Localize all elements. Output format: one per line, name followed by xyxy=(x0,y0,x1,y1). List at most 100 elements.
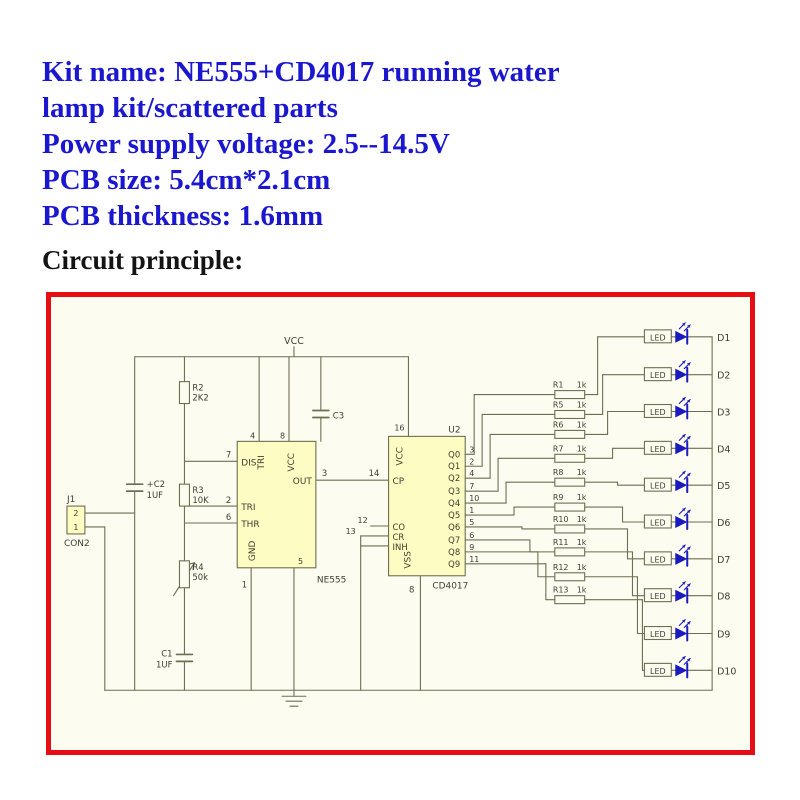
led-net-label-box xyxy=(643,625,672,641)
pcb-thickness-line: PCB thickness: 1.6mm xyxy=(42,200,324,232)
svg-text:INH: INH xyxy=(393,542,408,552)
svg-text:2: 2 xyxy=(469,457,474,466)
resistor-body xyxy=(554,409,586,420)
svg-text:R1: R1 xyxy=(553,381,564,390)
svg-text:50k: 50k xyxy=(192,572,208,582)
svg-text:R11: R11 xyxy=(553,538,569,547)
svg-text:LED: LED xyxy=(650,667,666,676)
led-net-label-box xyxy=(643,440,672,455)
svg-text:3: 3 xyxy=(469,445,474,454)
svg-text:10: 10 xyxy=(469,494,479,503)
led-icon xyxy=(675,442,688,455)
ne555-chip xyxy=(236,440,317,569)
led-icon xyxy=(675,664,688,677)
led-icon xyxy=(675,589,688,602)
kit-name-line-1: Kit name: NE555+CD4017 running water xyxy=(42,56,560,88)
svg-text:TRI: TRI xyxy=(240,503,255,513)
svg-text:Q0: Q0 xyxy=(448,449,460,459)
svg-text:2: 2 xyxy=(73,509,78,518)
svg-text:R6: R6 xyxy=(553,420,564,429)
led-net-label-box xyxy=(643,367,672,382)
svg-text:LED: LED xyxy=(650,333,666,342)
circuit-principle-title: Circuit principle: xyxy=(42,245,244,275)
svg-text:D9: D9 xyxy=(717,629,730,640)
svg-text:+C2: +C2 xyxy=(147,479,165,489)
svg-text:TRI: TRI xyxy=(257,455,267,470)
svg-text:6: 6 xyxy=(469,531,474,540)
svg-text:R3: R3 xyxy=(192,485,203,495)
svg-text:R8: R8 xyxy=(553,468,564,477)
svg-text:9: 9 xyxy=(469,543,474,552)
svg-text:GND: GND xyxy=(248,541,258,562)
svg-text:D2: D2 xyxy=(717,371,730,382)
led-icon xyxy=(675,516,688,528)
svg-text:LED: LED xyxy=(650,592,666,601)
led-icon xyxy=(675,330,688,343)
svg-text:6: 6 xyxy=(226,512,231,522)
svg-text:Q4: Q4 xyxy=(448,498,460,508)
resistor-body xyxy=(554,453,586,463)
svg-text:Q3: Q3 xyxy=(448,486,460,496)
components-group xyxy=(66,381,466,589)
resistor-body xyxy=(554,390,586,400)
svg-text:4: 4 xyxy=(250,431,255,440)
svg-text:12: 12 xyxy=(358,516,368,525)
svg-text:R12: R12 xyxy=(553,563,569,572)
led-icon xyxy=(675,368,688,381)
svg-text:1k: 1k xyxy=(577,538,587,547)
cd4017-chip xyxy=(388,435,466,577)
resistor-body xyxy=(554,547,586,557)
svg-text:DIS: DIS xyxy=(241,458,257,468)
svg-text:1k: 1k xyxy=(577,493,587,502)
svg-text:7: 7 xyxy=(226,449,231,459)
svg-text:2: 2 xyxy=(226,495,231,505)
svg-text:R9: R9 xyxy=(553,493,564,502)
svg-text:Q7: Q7 xyxy=(448,535,460,545)
svg-text:LED: LED xyxy=(650,408,666,417)
svg-text:1k: 1k xyxy=(577,381,587,390)
svg-text:Q9: Q9 xyxy=(448,559,460,569)
led-net-label-box xyxy=(643,588,672,603)
svg-text:1k: 1k xyxy=(577,401,587,410)
svg-text:VCC: VCC xyxy=(284,336,304,347)
resistor-body xyxy=(554,572,586,582)
product-info: Kit name: NE555+CD4017 running water lam… xyxy=(42,54,560,234)
svg-text:NE555: NE555 xyxy=(317,576,346,586)
resistor-body xyxy=(554,595,586,605)
svg-text:CP: CP xyxy=(393,477,405,487)
svg-text:11: 11 xyxy=(469,555,479,564)
led-net-label-box xyxy=(643,514,672,529)
kit-name-line-2: lamp kit/scattered parts xyxy=(42,92,338,124)
resistor-body xyxy=(178,483,190,507)
svg-text:R2: R2 xyxy=(192,383,203,393)
led-icon xyxy=(675,627,688,640)
resistor-body xyxy=(554,502,586,512)
svg-text:LED: LED xyxy=(650,518,666,527)
led-net-label-box xyxy=(643,662,672,677)
svg-text:1UF: 1UF xyxy=(147,490,164,500)
wires-group xyxy=(66,336,713,707)
svg-text:3: 3 xyxy=(322,468,327,478)
svg-text:U2: U2 xyxy=(448,425,460,435)
led-icon xyxy=(675,479,688,492)
power-supply-line: Power supply voltage: 2.5--14.5V xyxy=(42,128,450,160)
svg-text:Q1: Q1 xyxy=(448,461,460,471)
svg-text:C1: C1 xyxy=(161,648,172,658)
svg-text:10K: 10K xyxy=(192,495,209,505)
svg-text:THR: THR xyxy=(240,520,259,530)
svg-text:D10: D10 xyxy=(717,666,736,677)
svg-text:CO: CO xyxy=(393,522,406,532)
led-net-label-box xyxy=(643,329,672,344)
svg-text:D4: D4 xyxy=(717,444,730,455)
svg-text:4: 4 xyxy=(469,469,474,478)
svg-text:1UF: 1UF xyxy=(156,659,173,669)
svg-text:C3: C3 xyxy=(333,410,344,420)
resistor-body xyxy=(178,381,190,405)
svg-text:16: 16 xyxy=(394,423,404,432)
svg-text:LED: LED xyxy=(650,445,666,454)
svg-text:CR: CR xyxy=(393,532,405,542)
svg-text:8: 8 xyxy=(280,431,285,440)
svg-text:R7: R7 xyxy=(553,444,564,453)
